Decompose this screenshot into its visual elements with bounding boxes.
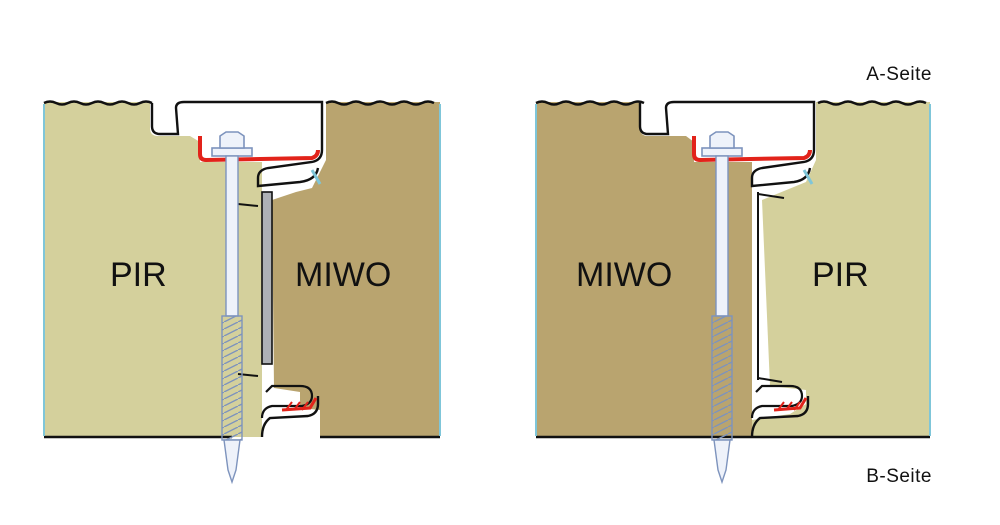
left-top-sheet — [43, 100, 435, 106]
left-top-cyan — [310, 169, 322, 185]
right-bottom-groove — [750, 384, 804, 419]
left-hex-head — [219, 131, 245, 149]
a-side-label: A-Seite — [866, 64, 932, 85]
right-bottom-seal — [773, 397, 808, 412]
right-top-tongue — [638, 100, 816, 188]
left-washer — [211, 147, 253, 157]
left-miwo-core — [272, 102, 440, 437]
right-screw-thread — [711, 315, 733, 441]
right-bottom-seal-hatch — [777, 401, 801, 411]
left-pir-core — [44, 102, 232, 437]
right-miwo-core — [536, 102, 752, 437]
left-bottom-sheet — [44, 396, 440, 439]
left-edge-cyan — [43, 104, 441, 436]
b-side-label: B-Seite — [866, 466, 932, 487]
right-panel-joint: MIWO PIR — [535, 100, 931, 485]
right-inner-material: PIR — [812, 256, 869, 294]
left-top-tongue — [150, 100, 324, 188]
left-outer-material: PIR — [110, 256, 167, 294]
left-top-seal — [198, 136, 320, 163]
right-gasket-lips — [757, 193, 785, 383]
left-screw-thread — [221, 315, 243, 441]
right-pir-core — [752, 102, 930, 437]
left-screw-tip — [223, 439, 241, 485]
right-top-sheet — [535, 100, 927, 106]
right-screw-tip — [713, 439, 731, 485]
right-screw — [701, 131, 743, 485]
left-gasket-strip — [261, 191, 273, 365]
right-hex-head — [709, 131, 735, 149]
left-bottom-seal-hatch — [285, 401, 309, 411]
right-edge-cyan — [535, 104, 931, 436]
left-bottom-seal — [281, 397, 318, 412]
left-bottom-groove — [260, 384, 314, 419]
left-inner-material: MIWO — [295, 256, 391, 294]
left-panel-joint: PIR MIWO — [43, 100, 441, 485]
right-washer — [701, 147, 743, 157]
right-top-seal — [692, 136, 812, 163]
left-screw-shank — [225, 155, 239, 317]
right-screw-shank — [715, 155, 729, 317]
right-outer-material: MIWO — [576, 256, 672, 294]
left-screw — [211, 131, 253, 485]
right-bottom-sheet — [536, 396, 930, 439]
right-top-cyan — [802, 169, 814, 185]
